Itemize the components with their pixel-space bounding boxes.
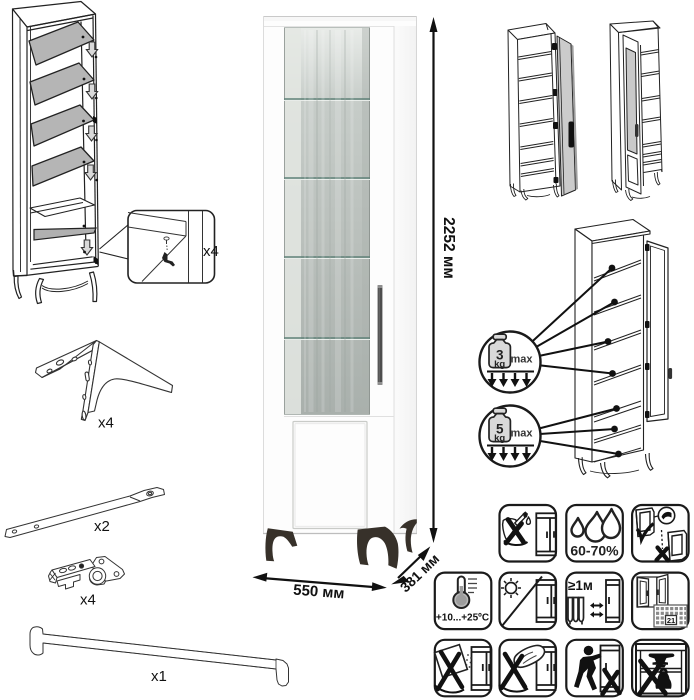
svg-text:x2: x2	[94, 518, 110, 535]
svg-text:max: max	[510, 428, 533, 440]
svg-text:60-70%: 60-70%	[570, 543, 619, 559]
svg-text:x1: x1	[151, 668, 167, 685]
svg-text:550 мм: 550 мм	[293, 582, 346, 603]
svg-text:x4: x4	[98, 415, 114, 432]
svg-text:max: max	[510, 354, 533, 366]
svg-text:kg: kg	[494, 359, 505, 370]
svg-text:x4: x4	[203, 243, 219, 260]
svg-text:+10...+25ºC: +10...+25ºC	[436, 613, 489, 624]
svg-text:21: 21	[667, 616, 675, 625]
svg-text:5: 5	[496, 422, 504, 437]
svg-text:x4: x4	[80, 592, 96, 609]
svg-text:3: 3	[496, 348, 504, 363]
svg-text:2252 мм: 2252 мм	[440, 217, 457, 279]
svg-text:kg: kg	[494, 433, 505, 444]
svg-text:≥1м: ≥1м	[568, 578, 593, 593]
